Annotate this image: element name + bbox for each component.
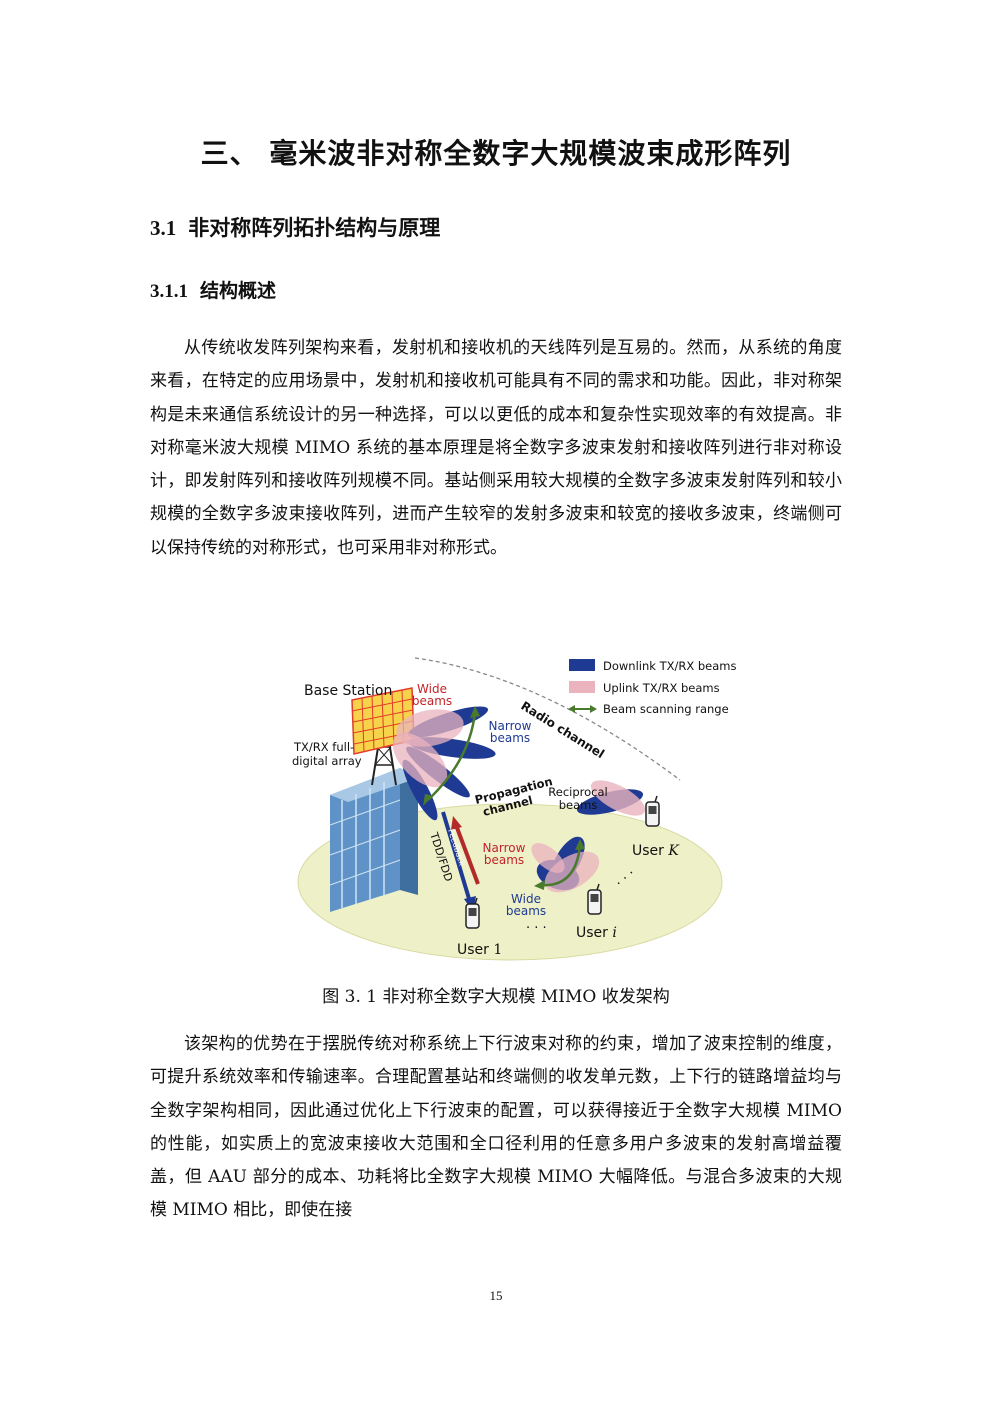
label-user-1: User 1	[457, 942, 502, 958]
downlink-arrow	[441, 811, 472, 903]
page-number: 15	[489, 1288, 503, 1303]
section-number: 3.1	[150, 216, 177, 240]
architecture-diagram: Downlink TX/RX beams Uplink TX/RX beams …	[292, 657, 737, 961]
label-array-1: TX/RX full-	[293, 740, 354, 754]
subsection-number: 3.1.1	[150, 281, 188, 302]
radio-channel-arc	[414, 657, 681, 781]
reciprocal-uplink-beam	[590, 780, 646, 816]
uplink-arrow	[454, 824, 480, 885]
user-k-phone-icon	[645, 795, 660, 827]
section-title: 非对称阵列拓扑结构与原理	[188, 216, 441, 240]
legend-downlink-swatch	[569, 659, 595, 671]
section-heading: 3.1 非对称阵列拓扑结构与原理	[150, 212, 440, 242]
chapter-title: 三、 毫米波非对称全数字大规模波束成形阵列	[200, 137, 792, 170]
architecture-figure: Downlink TX/RX beams Uplink TX/RX beams …	[280, 650, 740, 965]
label-wide-beams-mid-1: Wide	[511, 892, 541, 906]
user-1-phone-icon	[465, 897, 480, 929]
ellipsis-bottom: · · ·	[526, 921, 547, 936]
legend-uplink-swatch	[569, 681, 595, 693]
body-paragraph: 该架构的优势在于摆脱传统对称系统上下行波束对称的约束，增加了波束控制的维度，可提…	[150, 1034, 842, 1221]
label-wide-beams-top-1: Wide	[417, 682, 447, 696]
label-narrow-beams-top-2: beams	[490, 731, 530, 745]
label-wide-beams-mid-2: beams	[506, 904, 546, 918]
legend-downlink-label: Downlink TX/RX beams	[603, 659, 737, 673]
figure-caption: 图 3. 1 非对称全数字大规模 MIMO 收发架构	[322, 987, 670, 1007]
uplink-beams-top	[392, 709, 464, 788]
subsection-title: 结构概述	[200, 280, 277, 302]
scanning-arc-top	[427, 711, 477, 801]
label-wide-beams-top-2: beams	[412, 694, 452, 708]
building-icon	[329, 768, 418, 912]
subsection-heading: 3.1.1 结构概述	[150, 276, 276, 303]
legend-uplink-label: Uplink TX/RX beams	[603, 681, 720, 695]
label-narrow-beams-mid-2: beams	[484, 853, 524, 867]
label-array-2: digital array	[292, 754, 362, 768]
label-user-k: User K	[632, 843, 680, 859]
label-reciprocal-2: beams	[559, 798, 598, 812]
label-base-station: Base Station	[304, 683, 392, 699]
scanning-arc-user	[539, 844, 582, 887]
legend-scanning-label: Beam scanning range	[603, 702, 729, 716]
label-reciprocal-1: Reciprocal	[548, 785, 607, 799]
label-narrow-beams-mid-1: Narrow	[483, 841, 526, 855]
label-user-i: User i	[576, 925, 617, 941]
label-narrow-beams-top-1: Narrow	[489, 719, 532, 733]
figure-legend: Downlink TX/RX beams Uplink TX/RX beams …	[568, 659, 737, 716]
body-paragraph: 从传统收发阵列架构来看，发射机和接收机的天线阵列是互易的。然而，从系统的角度来看…	[150, 338, 842, 558]
user-i-phone-icon	[587, 883, 602, 915]
